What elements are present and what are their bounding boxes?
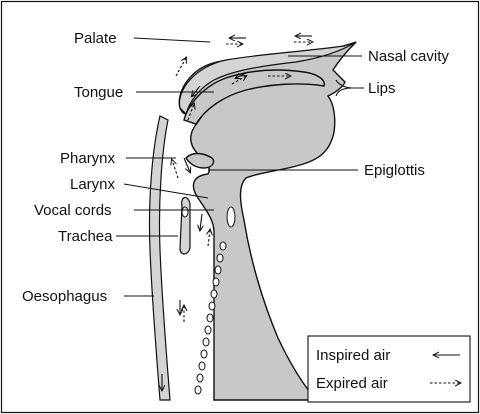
label-nasal-cavity: Nasal cavity: [368, 48, 449, 65]
larynx-cartilage: [227, 207, 235, 227]
label-vocal-cords: Vocal cords: [34, 202, 112, 219]
label-oesophagus: Oesophagus: [22, 288, 107, 305]
legend-expired-label: Expired air: [316, 375, 388, 392]
legend-box: [308, 336, 470, 402]
label-pharynx: Pharynx: [60, 150, 116, 167]
label-larynx: Larynx: [70, 176, 116, 193]
label-palate: Palate: [74, 30, 117, 47]
legend: Inspired air Expired air: [308, 336, 470, 402]
label-trachea: Trachea: [58, 228, 113, 245]
legend-inspired-label: Inspired air: [316, 347, 390, 364]
label-epiglottis: Epiglottis: [364, 162, 425, 179]
label-lips: Lips: [368, 80, 396, 97]
oesophagus-tube: [149, 116, 170, 400]
vocal-cords-tube: [180, 197, 190, 254]
label-tongue: Tongue: [74, 84, 123, 101]
vocal-cords-ring: [182, 207, 188, 217]
